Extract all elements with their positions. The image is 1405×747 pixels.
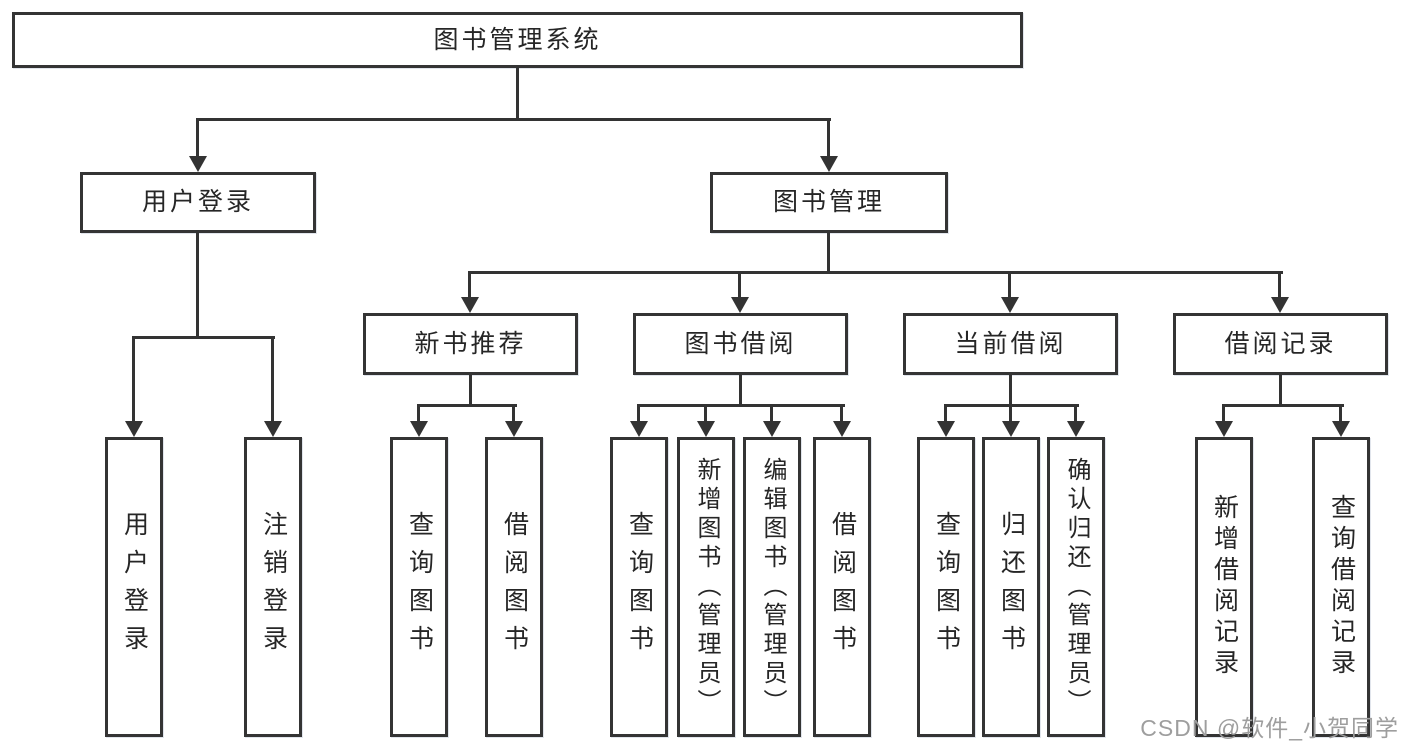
connector-vline [196,233,199,337]
node-new-book-recommendation: 新书推荐 [363,313,578,375]
connector-vline [827,233,830,274]
node-book-borrowing-label: 图书借阅 [684,329,797,358]
connector-vline [516,68,519,120]
connector-hline [134,336,275,339]
leaf-user-login: 用户登录 [105,437,163,737]
watermark: CSDN @软件_小贺同学 [1140,715,1399,741]
leaf-query-books-current: 查询图书 [917,437,975,737]
connector-hline [197,118,831,121]
connector-hline [470,271,1283,274]
connector-arrow [944,404,947,421]
connector-arrow [1222,404,1225,421]
leaf-add-books-admin: 新增图书（管理员） [677,437,735,737]
connector-arrow [196,118,199,156]
connector-hline [639,404,845,407]
leaf-add-books-admin-label: 新增图书（管理员） [693,456,720,718]
node-root: 图书管理系统 [12,12,1023,68]
leaf-return-books: 归还图书 [982,437,1040,737]
connector-arrow [840,404,843,421]
leaf-query-books-current-label: 查询图书 [932,511,961,663]
node-book-management: 图书管理 [710,172,948,233]
leaf-query-books-recommend-label: 查询图书 [405,511,434,663]
leaf-borrow-books: 借阅图书 [813,437,871,737]
connector-arrow [132,336,135,421]
connector-vline [1279,375,1282,407]
connector-vline [469,375,472,407]
node-user-login: 用户登录 [80,172,316,233]
leaf-query-books-recommend: 查询图书 [390,437,448,737]
node-root-label: 图书管理系统 [433,25,602,54]
connector-arrow [738,271,741,297]
leaf-logout: 注销登录 [244,437,302,737]
connector-arrow [637,404,640,421]
connector-arrow [512,404,515,421]
connector-arrow [704,404,707,421]
connector-arrow [770,404,773,421]
node-new-book-recommendation-label: 新书推荐 [414,329,527,358]
connector-arrow [1339,404,1342,421]
connector-hline [419,404,517,407]
node-user-login-label: 用户登录 [141,188,254,216]
leaf-query-books-borrow-label: 查询图书 [625,511,654,663]
connector-hline [1224,404,1344,407]
leaf-return-books-label: 归还图书 [997,511,1026,663]
leaf-confirm-return-admin: 确认归还（管理员） [1047,437,1105,737]
leaf-add-borrow-record-label: 新增借阅记录 [1210,494,1239,680]
leaf-edit-books-admin-label: 编辑图书（管理员） [759,456,786,718]
leaf-edit-books-admin: 编辑图书（管理员） [743,437,801,737]
node-borrowing-records: 借阅记录 [1173,313,1388,375]
node-book-management-label: 图书管理 [772,188,885,216]
node-current-borrowing: 当前借阅 [903,313,1118,375]
leaf-query-borrow-record: 查询借阅记录 [1312,437,1370,737]
connector-arrow [468,271,471,297]
connector-arrow [1074,404,1077,421]
leaf-query-books-borrow: 查询图书 [610,437,668,737]
leaf-borrow-books-recommend-label: 借阅图书 [500,511,529,663]
leaf-query-borrow-record-label: 查询借阅记录 [1327,494,1356,680]
leaf-confirm-return-admin-label: 确认归还（管理员） [1063,456,1090,718]
connector-arrow [417,404,420,421]
leaf-borrow-books-label: 借阅图书 [828,511,857,663]
connector-arrow [271,336,274,421]
connector-arrow [1009,404,1012,421]
connector-arrow [827,118,830,156]
node-current-borrowing-label: 当前借阅 [954,329,1067,358]
connector-arrow [1008,271,1011,297]
leaf-add-borrow-record: 新增借阅记录 [1195,437,1253,737]
node-borrowing-records-label: 借阅记录 [1224,329,1337,358]
node-book-borrowing: 图书借阅 [633,313,848,375]
connector-arrow [1278,271,1281,297]
leaf-logout-label: 注销登录 [259,511,288,663]
connector-vline [739,375,742,407]
leaf-user-login-label: 用户登录 [120,511,149,663]
leaf-borrow-books-recommend: 借阅图书 [485,437,543,737]
connector-vline [1009,375,1012,407]
connector-hline [946,404,1079,407]
